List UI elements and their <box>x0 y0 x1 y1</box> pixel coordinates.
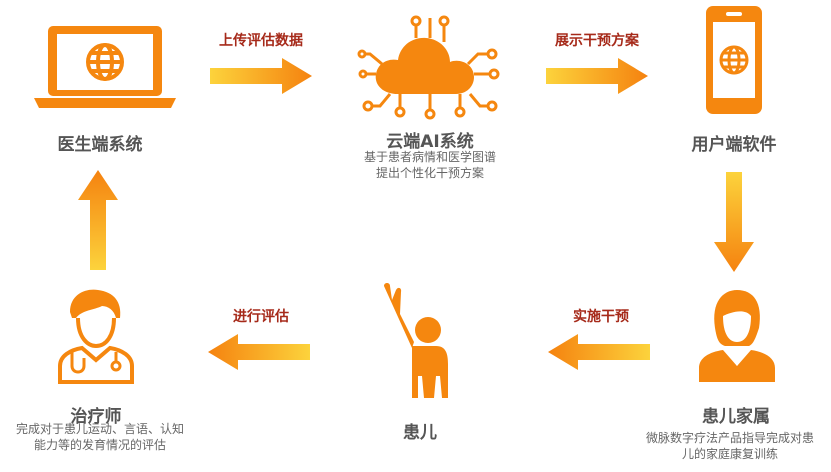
edge-label-evaluate: 进行评估 <box>233 309 289 325</box>
edge-label-upload: 上传评估数据 <box>219 33 303 49</box>
family-title: 患儿家属 <box>702 407 770 427</box>
cloud-ai-title: 云端AI系统 <box>386 132 474 152</box>
woman-icon <box>699 290 775 382</box>
doctor-system-title: 医生端系统 <box>57 135 143 155</box>
family-desc-1: 微脉数字疗法产品指导完成对患 <box>645 431 814 445</box>
phone-globe-icon <box>706 6 762 114</box>
laptop-globe-icon <box>34 26 176 108</box>
arrow-evaluate <box>208 334 310 370</box>
user-software-title: 用户端软件 <box>691 135 777 155</box>
therapist-desc-2: 能力等的发育情况的评估 <box>33 438 166 452</box>
doctor-icon <box>58 289 134 384</box>
family-desc-2: 儿的家庭康复训练 <box>681 447 778 461</box>
arrow-upload <box>210 58 312 94</box>
cloud-ai-desc-2: 提出个性化干预方案 <box>375 166 484 180</box>
child-raising-hand-icon <box>384 283 448 398</box>
cloud-circuit-icon <box>357 15 500 120</box>
child-title: 患儿 <box>403 423 437 443</box>
arrow-to-family <box>714 172 754 272</box>
therapist-desc-1: 完成对于患儿运动、言语、认知 <box>15 422 184 436</box>
arrow-to-doctor <box>78 170 118 270</box>
cloud-ai-desc-1: 基于患者病情和医学图谱 <box>363 150 496 164</box>
therapist-title: 治疗师 <box>70 407 122 427</box>
edge-label-show-plan: 展示干预方案 <box>555 33 639 49</box>
arrow-implement <box>548 334 650 370</box>
arrow-show-plan <box>546 58 648 94</box>
edge-label-implement: 实施干预 <box>573 309 629 325</box>
